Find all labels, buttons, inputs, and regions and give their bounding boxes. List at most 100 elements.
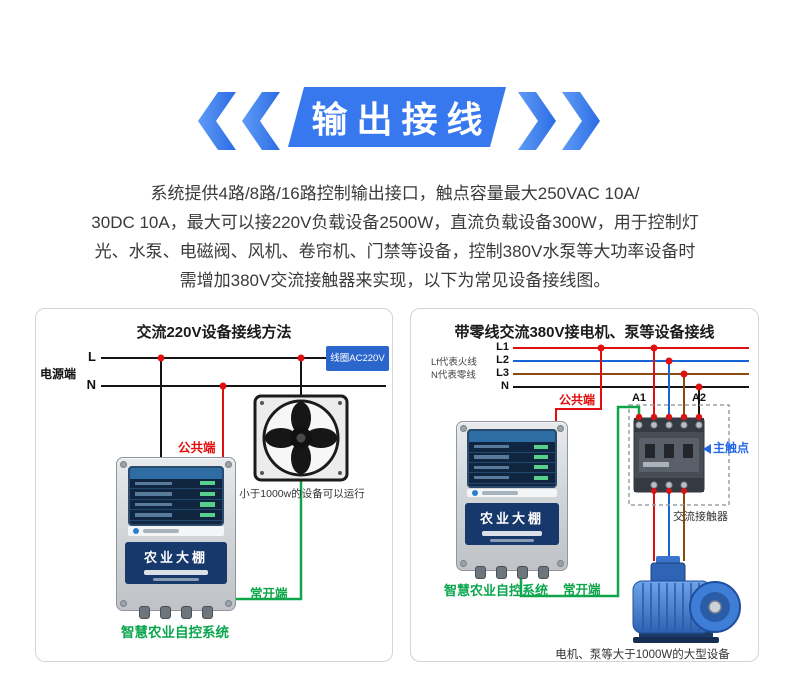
junction-dot	[695, 383, 703, 391]
coil-ac220v-box: 线圈AC220V	[326, 346, 389, 371]
arrow-left-icon	[703, 443, 711, 454]
motor-junction-box	[650, 562, 686, 584]
screen-row	[468, 473, 556, 484]
controller-nameplate: 农业大棚	[125, 541, 227, 585]
screw-icon	[120, 461, 127, 468]
screw-icon	[460, 560, 467, 567]
system-label: 智慧农业自控系统	[121, 625, 229, 640]
l1-label: L1	[496, 341, 509, 353]
wiring-220v	[101, 354, 386, 601]
l3-label: L3	[496, 367, 509, 379]
panel-380v: 带零线交流380V接电机、泵等设备接线 Lf代表火线 N代表零线 L1	[410, 308, 759, 662]
cable-glands	[457, 566, 567, 579]
controller-name: 农业大棚	[479, 511, 544, 527]
fan-note: 小于1000w的设备可以运行	[239, 488, 365, 500]
controller-device: 农业大棚	[116, 457, 236, 619]
screw-icon	[557, 560, 564, 567]
screw-icon	[225, 600, 232, 607]
junction-dot	[597, 344, 605, 352]
screw-icon	[557, 425, 564, 432]
wire-open-to-a1	[519, 405, 641, 598]
common-terminal-label: 公共端	[559, 393, 596, 407]
logo-text-bar	[481, 491, 518, 496]
screen-row	[468, 442, 556, 453]
controller-logo	[127, 526, 225, 536]
screen-row	[129, 489, 223, 500]
power-side-label: 电源端	[40, 367, 77, 381]
nameplate-subline	[152, 577, 200, 581]
common-terminal-label: 公共端	[178, 441, 216, 455]
screen-row	[468, 453, 556, 463]
screw-icon	[120, 600, 127, 607]
junction-dot	[297, 354, 305, 362]
l2-label: L2	[496, 354, 509, 366]
cable-glands	[117, 606, 235, 619]
system-label: 智慧农业自控系统	[443, 583, 548, 598]
gland-icon	[181, 606, 192, 619]
terminal-screws	[635, 421, 703, 489]
banner-ribbon: 输出接线	[288, 87, 506, 147]
controller-logo	[466, 488, 558, 498]
chevrons-left-icon	[198, 92, 280, 150]
gland-icon	[139, 606, 150, 619]
controller-screen	[466, 429, 558, 489]
open-terminal-label: 常开端	[563, 583, 601, 597]
n-label: N	[501, 380, 509, 392]
controller-name: 农业大棚	[143, 549, 208, 565]
wiring-380v	[513, 344, 749, 598]
description: 系统提供4路/8路/16路控制输出接口，触点容量最大250VAC 10A/ 30…	[40, 179, 750, 295]
n-line-label: N	[86, 377, 96, 392]
exhaust-fan-device	[253, 394, 349, 482]
terminal-dots	[635, 413, 703, 494]
junction-dot	[157, 354, 165, 362]
gland-icon	[538, 566, 549, 579]
junction-dot	[650, 344, 658, 352]
banner-title: 输出接线	[311, 99, 492, 140]
junction-dot	[219, 382, 227, 390]
legend-neutral-label: N代表零线	[431, 370, 476, 381]
logo-text-bar	[142, 528, 179, 533]
junction-dot	[680, 370, 688, 378]
nameplate-subline	[143, 569, 209, 575]
panel-380v-title: 带零线交流380V接电机、泵等设备接线	[454, 324, 715, 341]
nameplate-subline	[490, 539, 534, 543]
motor-shaft	[708, 600, 722, 614]
controller-screen	[127, 465, 225, 526]
gland-icon	[517, 566, 528, 579]
screw-icon	[460, 425, 467, 432]
motor-note: 电机、泵等大于1000W的大型设备	[555, 649, 730, 661]
contactor-device	[633, 413, 705, 494]
gland-icon	[202, 606, 213, 619]
screen-row	[129, 479, 223, 490]
a2-label: A2	[691, 392, 707, 404]
controller-nameplate: 农业大棚	[464, 503, 560, 545]
motor-device	[632, 556, 741, 643]
l-line-label: L	[88, 349, 96, 364]
logo-dot-icon	[132, 527, 139, 534]
a1-label: A1	[631, 392, 647, 404]
junction-dot	[665, 357, 673, 365]
screen-row	[468, 463, 556, 474]
fan-hub-cap	[296, 433, 306, 443]
gland-icon	[160, 606, 171, 619]
panel-220v: 交流220V设备接线方法 电源端 L N 线圈AC220V 公共端 常开端	[35, 308, 393, 662]
main-contact-callout: 主触点	[703, 439, 749, 456]
open-terminal-label: 常开端	[250, 587, 288, 601]
logo-dot-icon	[471, 490, 478, 497]
screen-row	[129, 510, 223, 522]
screen-row	[129, 500, 223, 511]
description-line: 光、水泵、电磁阀、风机、卷帘机、门禁等设备，控制380V水泵等大功率设备时	[94, 242, 696, 261]
motor-base	[633, 637, 719, 643]
gland-icon	[475, 566, 486, 579]
contactor-label-bar	[643, 462, 669, 467]
screen-header	[468, 431, 556, 443]
description-line: 需增加380V交流接触器来实现，以下为常见设备接线图。	[179, 271, 611, 290]
fan-screws	[260, 401, 342, 475]
screw-icon	[225, 461, 232, 468]
description-line: 系统提供4路/8路/16路控制输出接口，触点容量最大250VAC 10A/	[150, 184, 640, 203]
main-contact-label: 主触点	[713, 441, 750, 455]
contactor-dashed-box	[628, 404, 730, 506]
gland-icon	[496, 566, 507, 579]
chevrons-right-icon	[518, 92, 600, 150]
